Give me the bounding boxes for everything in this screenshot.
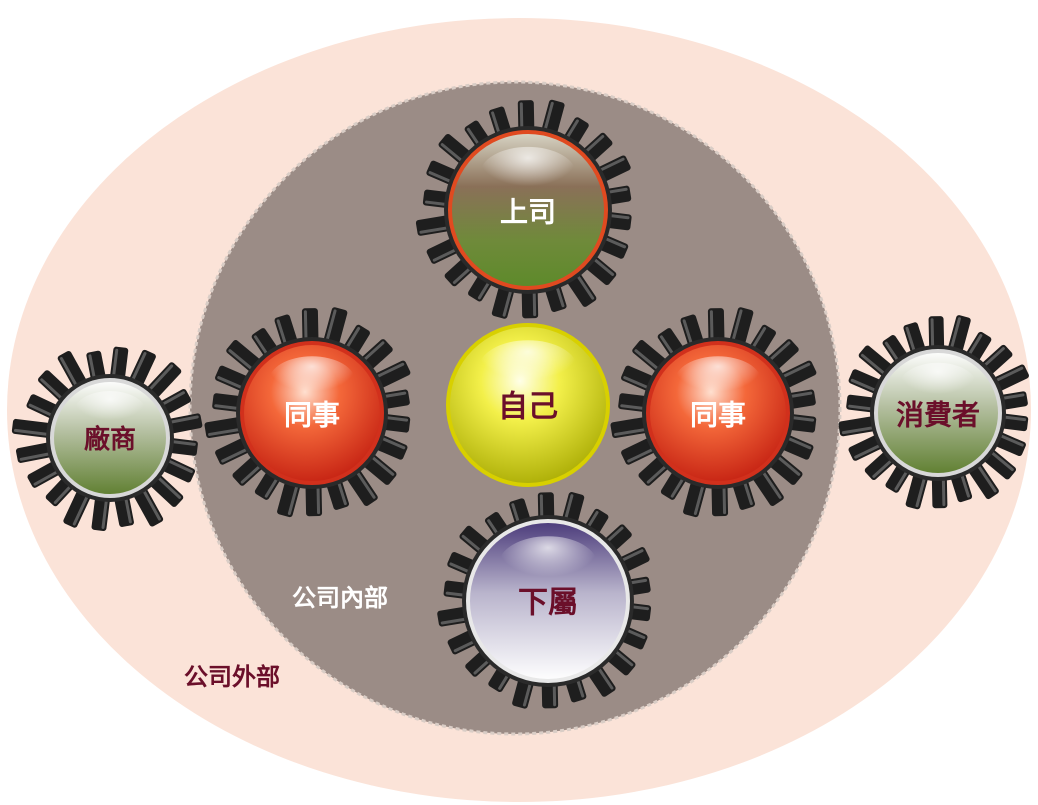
gear-tooth-highlight (129, 352, 147, 386)
gear-tooth-highlight (208, 427, 246, 436)
gear-tooth-highlight (990, 366, 1024, 385)
gear-tooth-highlight (730, 309, 743, 347)
gear-tooth-highlight (542, 101, 554, 136)
gear-node-boss: 上司 (415, 99, 632, 319)
gear-tooth-highlight (948, 317, 961, 355)
gear-tooth-highlight (144, 364, 174, 395)
gear-tooth-highlight (915, 471, 928, 508)
gear-tooth-highlight (303, 310, 308, 346)
gear-tooth-highlight (614, 427, 652, 436)
gear-shine (674, 356, 762, 407)
gear-tooth-highlight (986, 447, 1014, 472)
gear-tooth-highlight (13, 428, 54, 437)
gear-tooth-highlight (353, 466, 376, 499)
gear-tooth-highlight (59, 357, 81, 392)
gear-tooth-highlight (359, 341, 385, 365)
gear-tooth-highlight (72, 490, 91, 526)
gear-tooth-highlight (860, 353, 890, 379)
gear-tooth-highlight (19, 451, 56, 461)
gear-tooth-highlight (765, 341, 791, 365)
gear-node-subordinate: 下屬 (437, 492, 652, 709)
gear-tooth-highlight (759, 466, 782, 499)
gear-label-boss: 上司 (500, 196, 556, 229)
gear-shine (899, 362, 977, 408)
gear-tooth-highlight (371, 362, 405, 381)
gear-label-subordinate: 下屬 (518, 586, 578, 621)
gear-tooth-highlight (111, 348, 119, 382)
gear-tooth-highlight (930, 318, 935, 354)
gear-tooth-highlight (139, 484, 161, 521)
gear-tooth-highlight (40, 378, 67, 404)
gear-tooth-highlight (850, 378, 882, 394)
gear-tooth-highlight (709, 310, 714, 346)
gear-node-consumer: 消費者 (838, 315, 1029, 510)
gear-tooth-highlight (519, 102, 524, 135)
gear-tooth-highlight (153, 472, 182, 499)
gear-tooth-highlight (693, 479, 706, 516)
gear-tooth-highlight (366, 452, 395, 476)
gear-label-self: 自己 (498, 390, 558, 425)
gear-tooth-highlight (440, 143, 468, 166)
gear-tooth-highlight (941, 472, 946, 507)
gear-tooth-highlight (217, 376, 248, 392)
gear-label-peer-left: 同事 (284, 399, 340, 432)
gear-tooth-highlight (623, 376, 654, 392)
gear-tooth-highlight (101, 494, 109, 529)
gear-shine (479, 146, 577, 203)
gear-tooth-highlight (841, 425, 880, 435)
gear-tooth-highlight (324, 309, 337, 347)
gear-tooth-highlight (316, 480, 321, 515)
gear-tooth-highlight (772, 452, 801, 476)
gear-label-consumer: 消費者 (896, 399, 980, 432)
gear-tooth-highlight (33, 467, 64, 486)
gear-shine (74, 391, 146, 433)
gear-tooth-highlight (162, 457, 193, 474)
gear-shine (478, 340, 578, 398)
gear-tooth-highlight (634, 349, 664, 374)
gear-tooth-highlight (502, 284, 514, 317)
gear-tooth-highlight (627, 445, 659, 463)
gear-tooth-highlight (974, 460, 997, 493)
gear-tooth-highlight (573, 270, 595, 300)
gear-node-self: 自己 (446, 323, 610, 487)
gear-tooth-highlight (777, 362, 811, 381)
gear-tooth-highlight (594, 157, 625, 174)
gear-tooth-highlight (287, 479, 300, 516)
gear-tooth-highlight (419, 225, 454, 234)
gear-tooth-highlight (854, 441, 886, 459)
gear-node-peer-right: 同事 (610, 307, 817, 518)
gear-tooth-highlight (164, 415, 199, 425)
gear-shine (498, 536, 598, 594)
gear-node-peer-left: 同事 (204, 307, 411, 518)
gear-shine (268, 356, 356, 407)
inner-region-label: 公司內部 (292, 584, 388, 612)
gear-tooth-highlight (221, 445, 253, 463)
gear-tooth-highlight (722, 480, 727, 515)
gear-tooth-highlight (979, 347, 1005, 371)
gear-node-vendor: 廠商 (11, 346, 203, 532)
gear-label-peer-right: 同事 (690, 399, 746, 432)
gear-tooth-highlight (228, 349, 258, 374)
outer-region-label: 公司外部 (184, 663, 280, 691)
gear-label-vendor: 廠商 (84, 424, 136, 455)
